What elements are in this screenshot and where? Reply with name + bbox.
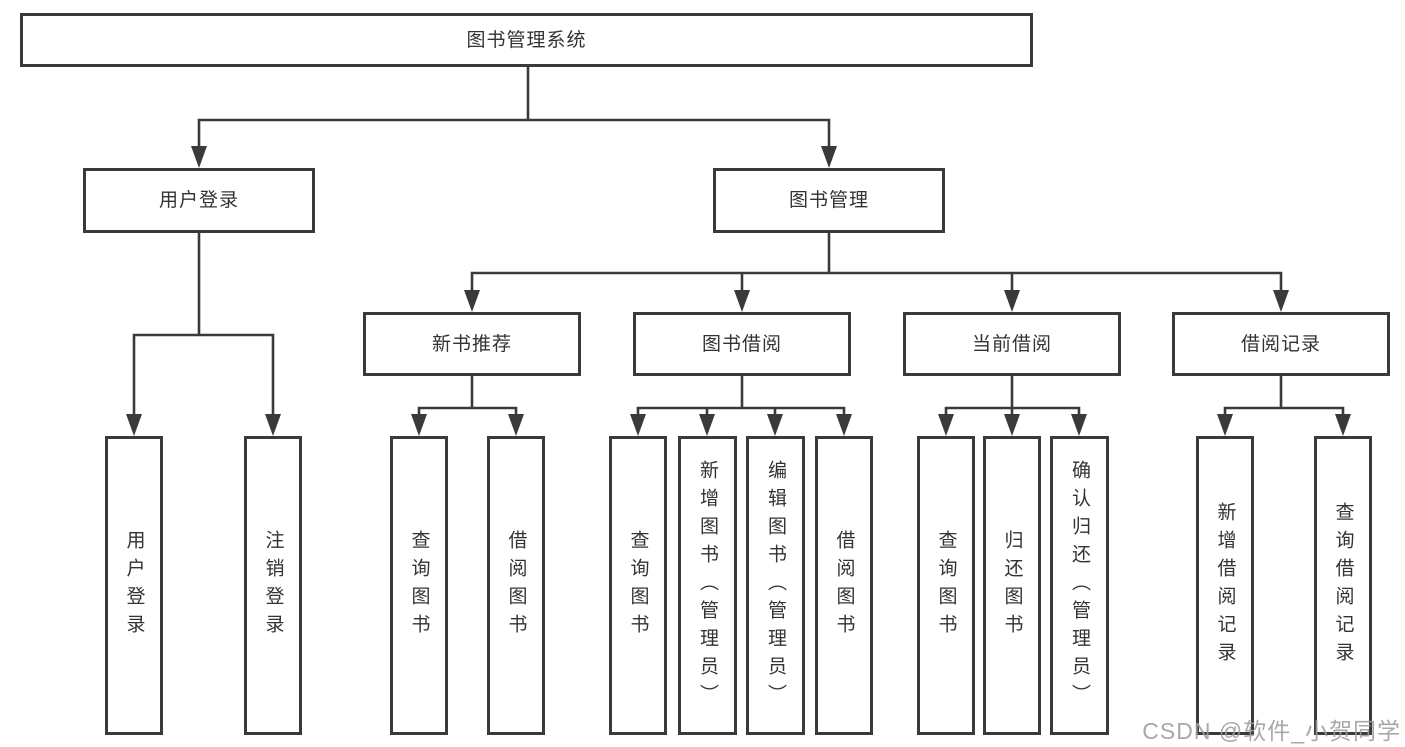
leaf-user-login: 用户登录	[105, 436, 163, 735]
node-book-borrowing: 图书借阅	[633, 312, 851, 376]
leaf-br-add-record: 新增借阅记录	[1196, 436, 1254, 735]
leaf-cb-return-books: 归还图书	[983, 436, 1041, 735]
leaf-bb-add-book-admin: 新增图书（管理员）	[678, 436, 737, 735]
node-book-borrowing-label: 图书借阅	[701, 333, 782, 355]
leaf-user-login-label: 用户登录	[123, 529, 145, 642]
watermark: CSDN @软件_小贺同学	[1142, 718, 1401, 744]
leaf-logout-label: 注销登录	[262, 529, 284, 642]
node-borrow-records-label: 借阅记录	[1240, 333, 1321, 355]
leaf-bb-borrow-books: 借阅图书	[815, 436, 873, 735]
leaf-bb-borrow-books-label: 借阅图书	[833, 529, 855, 642]
edge-user-login-children	[126, 230, 281, 436]
node-new-book-recommend-label: 新书推荐	[431, 333, 512, 355]
node-new-book-recommend: 新书推荐	[363, 312, 581, 376]
edge-current-borrowing-children	[938, 373, 1087, 436]
leaf-bb-edit-book-admin-label: 编辑图书（管理员）	[765, 459, 786, 712]
leaf-cb-confirm-return-admin: 确认归还（管理员）	[1050, 436, 1109, 735]
leaf-cb-confirm-return-admin-label: 确认归还（管理员）	[1069, 459, 1090, 712]
node-borrow-records: 借阅记录	[1172, 312, 1390, 376]
leaf-cb-return-books-label: 归还图书	[1001, 529, 1023, 642]
edge-borrow-records-children	[1217, 373, 1351, 436]
leaf-bb-add-book-admin-label: 新增图书（管理员）	[697, 459, 718, 712]
node-user-login: 用户登录	[83, 168, 315, 233]
leaf-br-query-record-label: 查询借阅记录	[1332, 501, 1354, 670]
leaf-nbr-query-books: 查询图书	[390, 436, 448, 735]
leaf-cb-query-books: 查询图书	[917, 436, 975, 735]
leaf-nbr-query-books-label: 查询图书	[408, 529, 430, 642]
edge-root-to-level2	[191, 64, 837, 168]
node-current-borrowing: 当前借阅	[903, 312, 1121, 376]
edge-new-book-recommend-children	[411, 373, 524, 436]
edge-book-management-children	[464, 230, 1289, 312]
node-root-system-label: 图书管理系统	[466, 29, 587, 51]
leaf-bb-query-books-label: 查询图书	[627, 529, 649, 642]
node-book-management-label: 图书管理	[788, 190, 869, 211]
leaf-logout: 注销登录	[244, 436, 302, 735]
leaf-nbr-borrow-books: 借阅图书	[487, 436, 545, 735]
edge-book-borrowing-children	[630, 373, 852, 436]
node-current-borrowing-label: 当前借阅	[971, 333, 1052, 355]
node-root-system: 图书管理系统	[20, 13, 1033, 67]
leaf-br-query-record: 查询借阅记录	[1314, 436, 1372, 735]
leaf-cb-query-books-label: 查询图书	[935, 529, 957, 642]
node-book-management: 图书管理	[713, 168, 945, 233]
leaf-br-add-record-label: 新增借阅记录	[1214, 501, 1236, 670]
leaf-nbr-borrow-books-label: 借阅图书	[505, 529, 527, 642]
leaf-bb-edit-book-admin: 编辑图书（管理员）	[746, 436, 805, 735]
node-user-login-label: 用户登录	[158, 190, 239, 211]
leaf-bb-query-books: 查询图书	[609, 436, 667, 735]
